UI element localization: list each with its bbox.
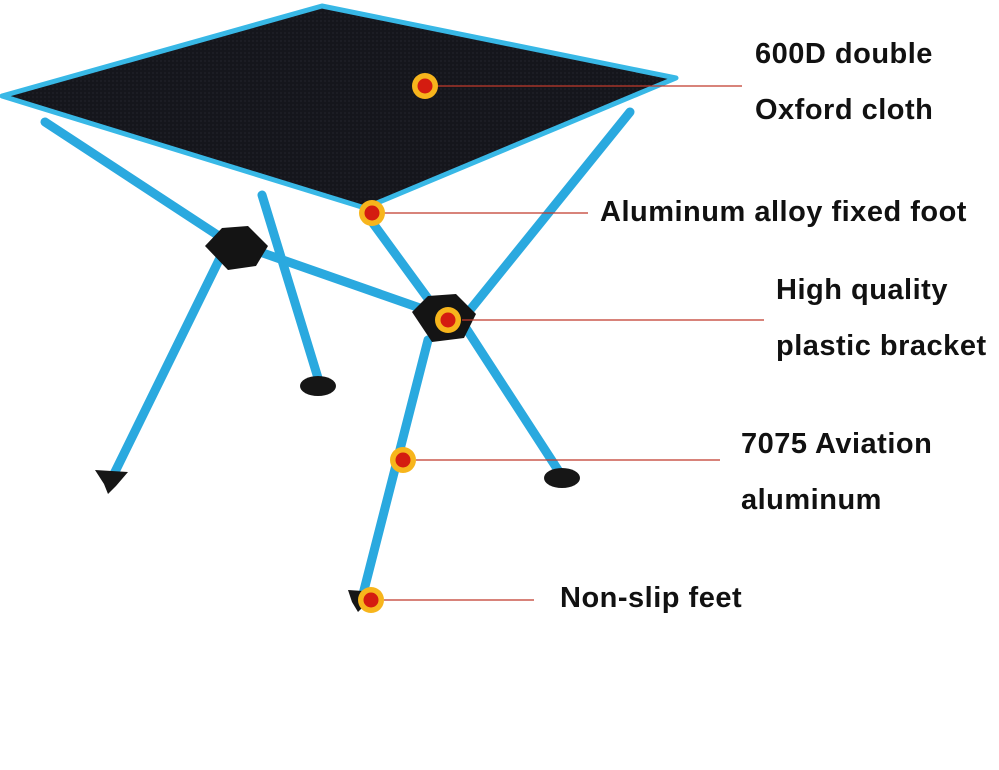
tabletop — [0, 3, 679, 211]
marker-bracket — [435, 307, 461, 333]
label-feet: Non-slip feet — [560, 582, 743, 614]
marker-feet — [358, 587, 384, 613]
foot-back-right — [544, 468, 580, 488]
front-right-leg — [357, 217, 445, 603]
back-leg-right — [465, 107, 635, 315]
foot-back-left — [300, 376, 336, 396]
marker-aviation — [390, 447, 416, 473]
label-bracket-line1: High quality — [776, 274, 948, 306]
marker-fixed-foot — [359, 200, 385, 226]
label-aviation-line1: 7075 Aviation — [741, 428, 933, 460]
label-cloth-line2: Oxford cloth — [755, 94, 934, 126]
back-right-leg-lower — [457, 317, 563, 475]
bracket-left — [205, 226, 268, 270]
label-aviation-line2: aluminum — [741, 484, 882, 516]
label-fixed-foot: Aluminum alloy fixed foot — [600, 196, 967, 228]
foot-front-left — [95, 470, 128, 494]
front-left-leg — [40, 117, 230, 483]
cross-bar — [235, 240, 445, 320]
back-leg-left — [257, 190, 323, 383]
label-cloth-line1: 600D double — [755, 38, 933, 70]
label-bracket-line2: plastic bracket — [776, 330, 987, 362]
marker-cloth — [412, 73, 438, 99]
leader-lines — [384, 85, 764, 601]
